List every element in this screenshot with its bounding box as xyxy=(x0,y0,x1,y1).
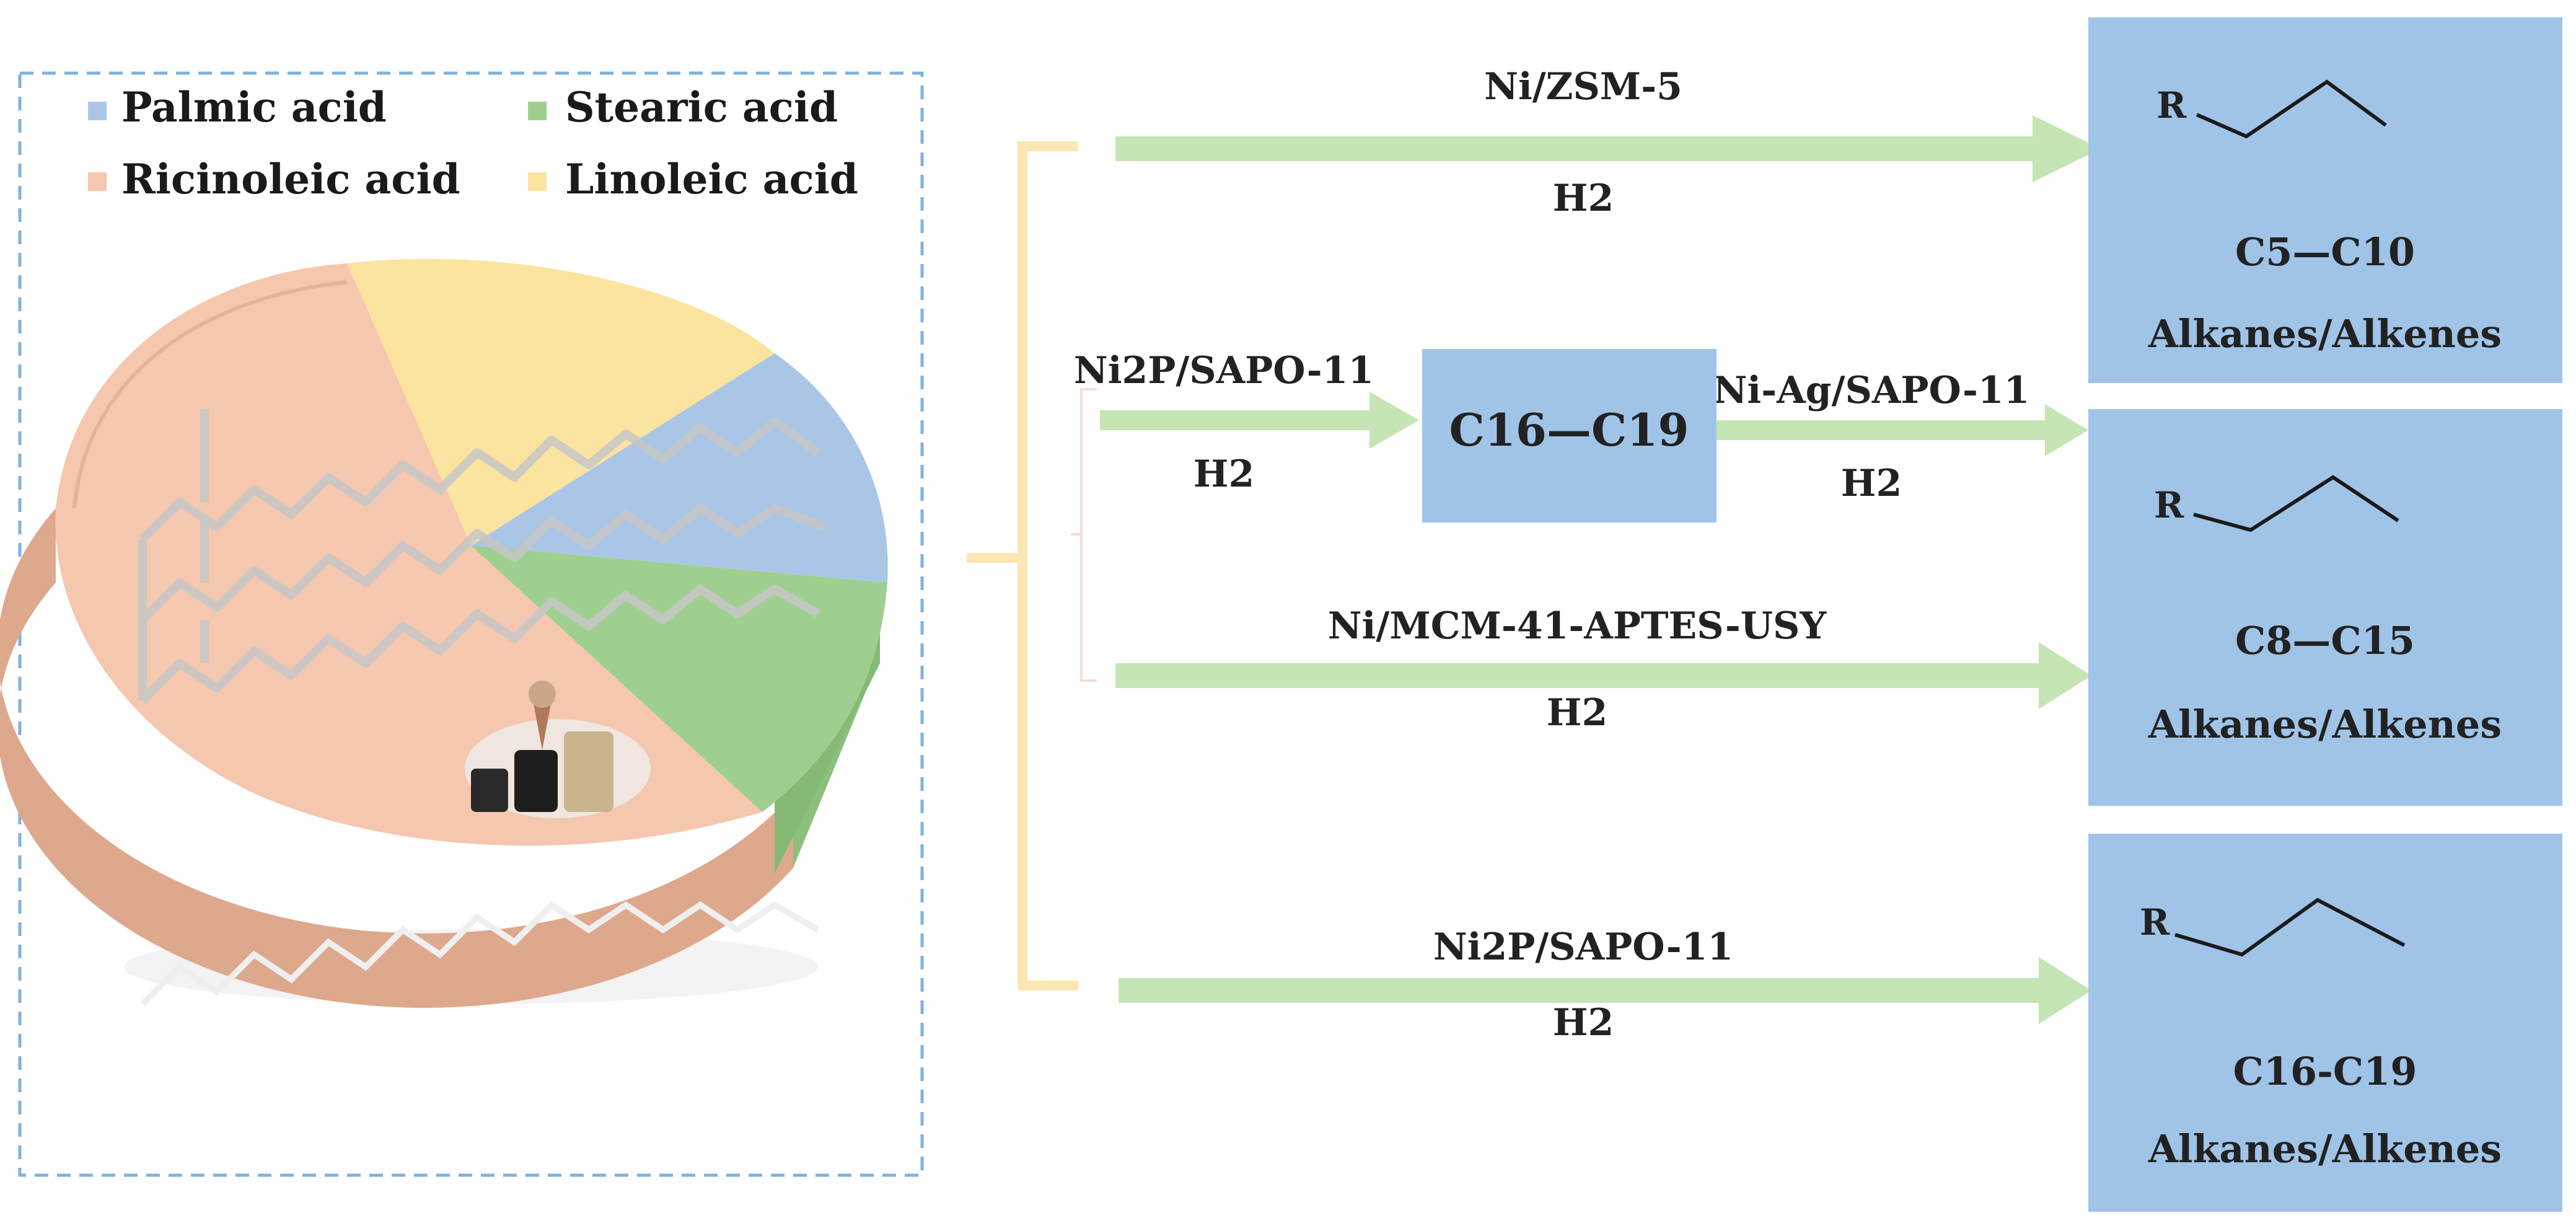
pie-chart xyxy=(0,258,888,1008)
legend-swatch-ricinoleic xyxy=(88,172,107,191)
main-bracket xyxy=(967,141,1078,991)
route-2-catalyst: Ni2P/SAPO-11 xyxy=(1074,349,1374,392)
product-box-2 xyxy=(2088,409,2562,806)
product-1-r: R xyxy=(2156,84,2187,126)
route-2-reagent: H2 xyxy=(1193,452,1254,496)
product-2-class: Alkanes/Alkenes xyxy=(2148,702,2502,747)
product-2-range: C8—C15 xyxy=(2235,618,2415,663)
alkyl-structure-1 xyxy=(2196,79,2387,139)
product-3-r: R xyxy=(2140,901,2170,943)
route-4-catalyst: Ni2P/SAPO-11 xyxy=(1433,925,1733,969)
route-1-catalyst: Ni/ZSM-5 xyxy=(1484,65,1682,108)
legend-swatch-stearic xyxy=(528,102,547,120)
legend: Palmic acid Stearic acid Ricinoleic acid… xyxy=(88,83,858,203)
product-1-range: C5—C10 xyxy=(2235,229,2415,275)
product-box-3 xyxy=(2088,834,2562,1212)
alkyl-structure-3 xyxy=(2174,898,2406,957)
arrow-route-3 xyxy=(1115,642,2091,709)
pie-rim-highlight xyxy=(73,280,348,509)
product-box-1 xyxy=(2088,17,2562,383)
arrow-route-4 xyxy=(1119,957,2091,1024)
alkyl-structure-2 xyxy=(2193,475,2399,532)
legend-label-linoleic: Linoleic acid xyxy=(565,155,858,203)
route-1-reagent: H2 xyxy=(1553,177,1614,220)
arrows xyxy=(1100,115,2101,1024)
pie-slice-palmic xyxy=(471,353,888,583)
sub-bracket xyxy=(1071,388,1097,682)
route-4-reagent: H2 xyxy=(1553,1001,1614,1044)
legend-label-palmic: Palmic acid xyxy=(121,83,387,131)
legend-label-ricinoleic: Ricinoleic acid xyxy=(121,155,460,203)
route-3-catalyst: Ni/MCM-41-APTES-USY xyxy=(1328,604,1827,648)
intermediate-box xyxy=(1422,349,1717,523)
route-3-reagent: H2 xyxy=(1547,691,1607,735)
legend-label-stearic: Stearic acid xyxy=(565,83,838,131)
arrow-route-2b xyxy=(1710,404,2088,456)
arrow-route-2a xyxy=(1100,392,1419,449)
route-2-reagent-2: H2 xyxy=(1841,462,1902,505)
product-3-range: C16-C19 xyxy=(2233,1049,2417,1094)
product-1-class: Alkanes/Alkenes xyxy=(2148,311,2502,356)
arrow-route-1 xyxy=(1115,115,2101,182)
legend-swatch-linoleic xyxy=(528,172,547,191)
legend-swatch-palmic xyxy=(88,102,107,120)
feedstock-frame xyxy=(18,71,924,1177)
product-3-class: Alkanes/Alkenes xyxy=(2148,1126,2502,1171)
intermediate-label: C16—C19 xyxy=(1449,404,1689,456)
pie-reflection xyxy=(140,901,820,1007)
product-2-r: R xyxy=(2154,484,2184,526)
route-2-catalyst-2: Ni-Ag/SAPO-11 xyxy=(1713,369,2030,412)
route-labels: Ni/ZSM-5 H2 Ni2P/SAPO-11 H2 Ni-Ag/SAPO-1… xyxy=(1074,65,2030,1044)
triglyceride-overlay xyxy=(138,409,826,704)
oil-sample-photo xyxy=(465,681,651,818)
